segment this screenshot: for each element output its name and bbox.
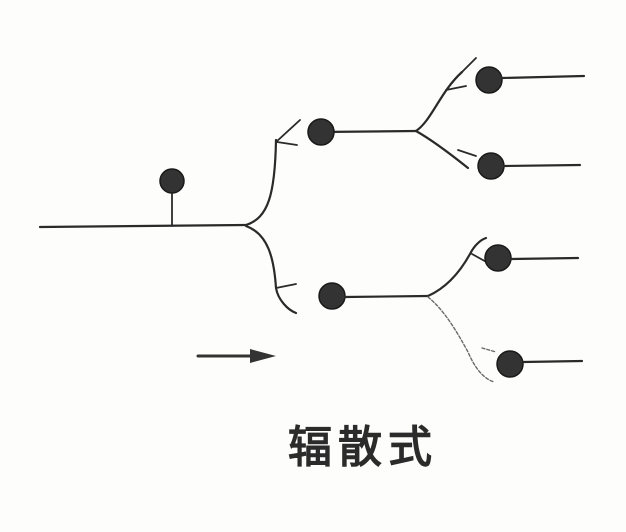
upper-top-node-dot (475, 66, 503, 94)
lower-top-leaf-line (509, 256, 580, 261)
upper-mid-line (318, 129, 418, 134)
lower-top-node-dot (484, 244, 512, 272)
lower-bottom-leaf-line (521, 359, 584, 364)
upper-fork-tip-a (275, 119, 301, 143)
upper-up-twig-bud (445, 85, 467, 91)
upper-bottom-node-dot (477, 152, 505, 180)
upper-down-twig-bud (457, 149, 477, 157)
lower-down-twig-bud (481, 347, 497, 353)
upper-branch (244, 138, 278, 227)
lower-branch (244, 224, 298, 315)
upper-bottom-leaf-line (502, 163, 582, 168)
trunk-node-dot (159, 168, 185, 194)
upper-up-twig (414, 70, 464, 133)
lower-mid-line (343, 294, 430, 299)
lower-mid-node-dot (318, 282, 346, 310)
upper-up-twig-tip (461, 57, 477, 73)
upper-top-leaf-line (500, 74, 586, 80)
upper-fork-tip-b (276, 141, 298, 146)
right-arrow-icon (196, 349, 276, 363)
trunk-line (38, 223, 248, 229)
lower-up-twig (426, 236, 488, 298)
lower-down-twig (427, 296, 495, 383)
lower-branch-bud (275, 283, 297, 289)
diagram-caption: 辐散式 (288, 422, 438, 473)
lower-bottom-node-dot (496, 350, 524, 378)
upper-mid-node-dot (307, 118, 335, 146)
upper-down-twig (414, 129, 470, 170)
